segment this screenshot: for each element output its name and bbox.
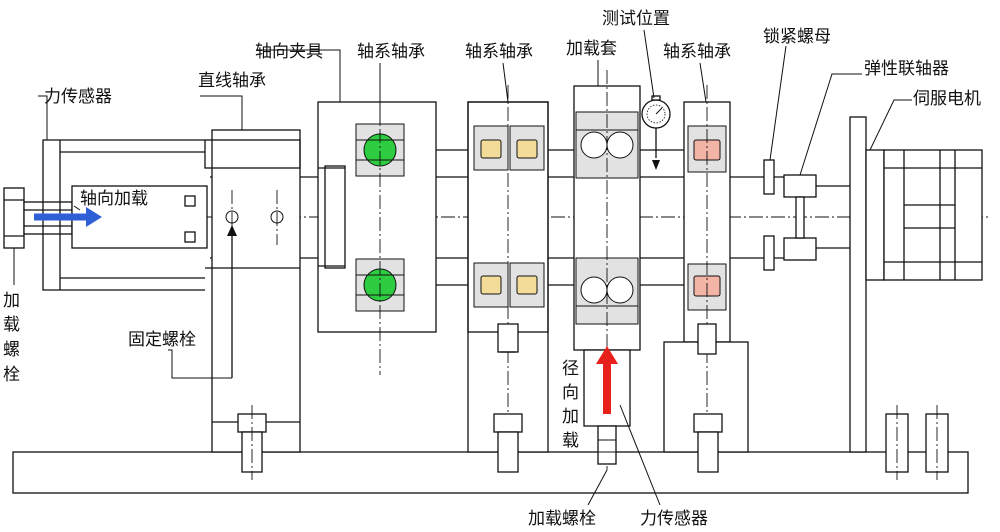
label-elastic-coupling: 弹性联轴器 <box>864 59 949 79</box>
label-radial-loading-char: 加 <box>562 407 579 427</box>
loading-sleeve <box>573 70 641 470</box>
axial-clamp <box>317 85 437 375</box>
label-radial-loading-vertical: 径 向 加 载 <box>562 359 579 451</box>
label-loading-bolt-vertical: 加 载 螺 栓 <box>3 291 20 385</box>
label-axial-clamp: 轴向夹具 <box>255 42 323 62</box>
label-force-sensor-top: 力传感器 <box>44 87 112 107</box>
label-bearing-c: 轴系轴承 <box>663 42 731 62</box>
label-servo-motor: 伺服电机 <box>913 89 981 109</box>
label-bearing-a: 轴系轴承 <box>357 42 425 62</box>
label-linear-bearing: 直线轴承 <box>198 71 266 91</box>
bearing-housing-c <box>663 85 749 473</box>
left-loading-assembly <box>3 139 208 291</box>
label-loading-bolt-char: 螺 <box>3 340 20 360</box>
axial-arrow-icon <box>34 207 102 227</box>
label-fixing-bolt: 固定螺栓 <box>128 330 196 350</box>
label-loading-bolt-bottom: 加载螺栓 <box>528 509 596 529</box>
label-radial-loading-char: 径 <box>562 359 579 379</box>
label-bearing-b: 轴系轴承 <box>465 42 533 62</box>
label-radial-loading-char: 载 <box>562 431 579 451</box>
radial-arrow-icon <box>596 346 618 414</box>
base-plate <box>12 451 969 494</box>
label-loading-bolt-char: 加 <box>3 291 20 311</box>
leader-lines <box>13 29 912 506</box>
linear-bearing-support <box>204 129 301 480</box>
label-loading-bolt-char: 栓 <box>3 365 20 385</box>
label-test-position: 测试位置 <box>602 9 670 29</box>
label-radial-loading-char: 向 <box>562 383 579 403</box>
labels: 力传感器 直线轴承 轴向夹具 轴系轴承 轴系轴承 加载套 测试位置 轴系轴承 锁… <box>3 9 981 529</box>
label-loading-sleeve: 加载套 <box>566 39 617 59</box>
label-force-sensor-bottom: 力传感器 <box>640 509 708 529</box>
label-axial-loading: 轴向加载 <box>80 189 148 209</box>
label-loading-bolt-char: 载 <box>3 315 20 335</box>
elastic-coupling <box>783 174 850 261</box>
bearing-housing-b <box>467 85 549 473</box>
servo-motor <box>849 116 983 480</box>
dial-gauge-icon <box>641 95 671 170</box>
label-lock-nut: 锁紧螺母 <box>763 27 831 47</box>
lock-nut <box>763 159 775 271</box>
